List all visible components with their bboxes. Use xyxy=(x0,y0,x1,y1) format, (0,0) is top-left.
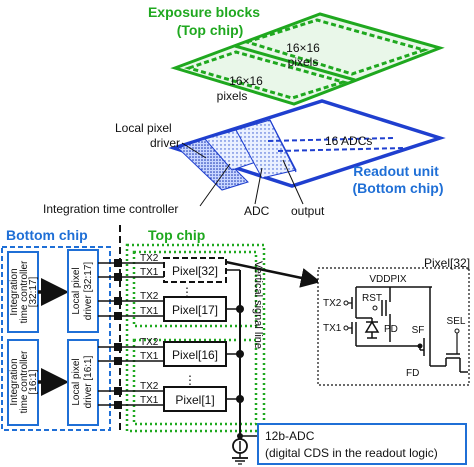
tx1-label-px32: TX1 xyxy=(140,267,159,278)
bottom-chip-label: Bottom chip xyxy=(6,227,88,243)
pixel-1-box xyxy=(163,386,227,412)
top-chip-label: Top chip xyxy=(148,227,205,243)
pixel-1-label: Pixel[1] xyxy=(175,393,214,407)
tx1-label-px1: TX1 xyxy=(140,395,159,406)
pad-px16-tx1 xyxy=(114,357,122,365)
adc-dashed-line-upper xyxy=(267,137,396,142)
output-line xyxy=(269,119,297,173)
exposure-blocks-group: Exposure blocks (Top chip) 16×16 pixels … xyxy=(148,4,445,106)
pad-px1-tx2 xyxy=(114,387,122,395)
local-pixel-driver-leader xyxy=(181,142,207,159)
output-leader xyxy=(282,159,304,205)
lower-block-size: 16×16 xyxy=(229,74,263,88)
pixel-output-wires xyxy=(226,269,244,403)
exposure-blocks-subtitle: (Top chip) xyxy=(177,22,244,38)
exposure-block-lower-frame xyxy=(132,338,258,426)
block-divider xyxy=(234,44,356,82)
rst-gate-terminal xyxy=(372,305,378,311)
lpd-lower-line1: Local pixel xyxy=(71,358,82,405)
adc-box-line1: 12b-ADC xyxy=(265,429,315,443)
integration-time-controller-leader xyxy=(199,163,231,207)
pixel-detail-panel: Pixel[32] VDDPIX RST TX2 TX1 PD xyxy=(317,256,470,386)
readout-unit-group: 16 ADCs Readout unit (Bottom chip) xyxy=(168,99,446,196)
itc-lower-line3: [16:1] xyxy=(28,369,39,394)
tx1-gate-terminal xyxy=(343,325,349,331)
vddpix-label: VDDPIX xyxy=(369,274,407,285)
tx2-label-px17: TX2 xyxy=(140,291,159,302)
itc-lower-line1: Integration xyxy=(9,358,20,405)
itc-upper-box xyxy=(7,251,39,333)
pad-px16-tx2 xyxy=(114,343,122,351)
pad-px17-tx1 xyxy=(114,312,122,320)
local-pixel-driver-label-line2: driver xyxy=(150,136,180,150)
itc-lower-line2: time controller xyxy=(19,350,30,413)
tx2-label-px16: TX2 xyxy=(140,337,159,348)
tx-wiring-upper: TX2 TX1 TX2 TX1 ⋮ xyxy=(98,253,193,320)
tx1-detail-label: TX1 xyxy=(323,323,342,334)
itc-upper-line2: time controller xyxy=(19,260,30,323)
adc-box-line2: (digital CDS in the readout logic) xyxy=(265,446,438,460)
fd-label: FD xyxy=(406,368,419,379)
pad-px32-tx1 xyxy=(114,273,122,281)
rst-label: RST xyxy=(362,293,382,304)
pixel-16-box xyxy=(163,341,227,367)
lower-block-unit: pixels xyxy=(217,89,248,103)
pad-px32-tx2 xyxy=(114,259,122,267)
ellipsis-upper: ⋮ xyxy=(181,285,193,299)
adc-node xyxy=(237,433,243,439)
pd-label: PD xyxy=(384,324,398,335)
local-pixel-driver-label-line1: Local pixel xyxy=(115,121,172,135)
bottom-chip-frame xyxy=(1,246,111,431)
upper-block-unit: pixels xyxy=(288,55,319,69)
adc-region xyxy=(235,119,297,179)
tx-wiring-lower: TX2 TX1 TX2 TX1 ⋮ xyxy=(98,337,196,409)
lpd-upper-line2: driver [32:17] xyxy=(83,262,94,321)
itc-upper-line3: [32:17] xyxy=(28,276,39,307)
lpd-upper-line1: Local pixel xyxy=(71,267,82,314)
pixel-17-box xyxy=(163,296,227,322)
sel-label: SEL xyxy=(447,316,466,327)
adc-box xyxy=(257,423,467,465)
tx1-label-px17: TX1 xyxy=(140,306,159,317)
upper-block-size: 16×16 xyxy=(286,41,320,55)
adc-leader xyxy=(254,167,263,205)
lpd-lower-box xyxy=(67,339,99,426)
exposure-blocks-title: Exposure blocks xyxy=(148,4,260,20)
tx2-detail-label: TX2 xyxy=(323,298,342,309)
pad-px1-tx1 xyxy=(114,401,122,409)
ellipsis-lower: ⋮ xyxy=(184,373,196,387)
readout-unit-subtitle: (Bottom chip) xyxy=(353,180,444,196)
output-label: output xyxy=(291,204,325,218)
sel-gate-terminal xyxy=(454,328,460,334)
tx2-label-px32: TX2 xyxy=(140,253,159,264)
exposure-block-upper-frame xyxy=(132,250,258,328)
readout-unit-title: Readout unit xyxy=(353,163,439,179)
adc-label: ADC xyxy=(244,204,270,218)
vertical-signal-line-label: Vertical signal line xyxy=(252,261,264,349)
itc-upper-line1: Integration xyxy=(9,268,20,315)
adc-dashed-line-lower xyxy=(277,147,406,152)
pixel-detail-title: Pixel[32] xyxy=(424,256,470,270)
lpd-lower-line2: driver [16:1] xyxy=(83,355,94,408)
illustration-callouts: Local pixel driver Integration time cont… xyxy=(43,121,325,218)
pixel-detail-arrow xyxy=(225,260,321,288)
pad-px17-tx2 xyxy=(114,297,122,305)
lpd-upper-box xyxy=(67,249,99,333)
tx1-label-px16: TX1 xyxy=(140,351,159,362)
lower-block-outline xyxy=(184,50,349,100)
integration-time-controller-label: Integration time controller xyxy=(43,202,178,216)
tx2-gate-terminal xyxy=(343,300,349,306)
pixel-32-box xyxy=(163,257,227,283)
pixel-32-label: Pixel[32] xyxy=(172,264,218,278)
pixel-16-label: Pixel[16] xyxy=(172,348,218,362)
upper-block-outline xyxy=(241,18,430,76)
pixel-17-label: Pixel[17] xyxy=(172,303,218,317)
top-chip-frame xyxy=(125,243,266,433)
tx2-label-px1: TX2 xyxy=(140,381,159,392)
adcs-label: 16 ADCs xyxy=(325,134,372,148)
sf-label: SF xyxy=(412,325,425,336)
